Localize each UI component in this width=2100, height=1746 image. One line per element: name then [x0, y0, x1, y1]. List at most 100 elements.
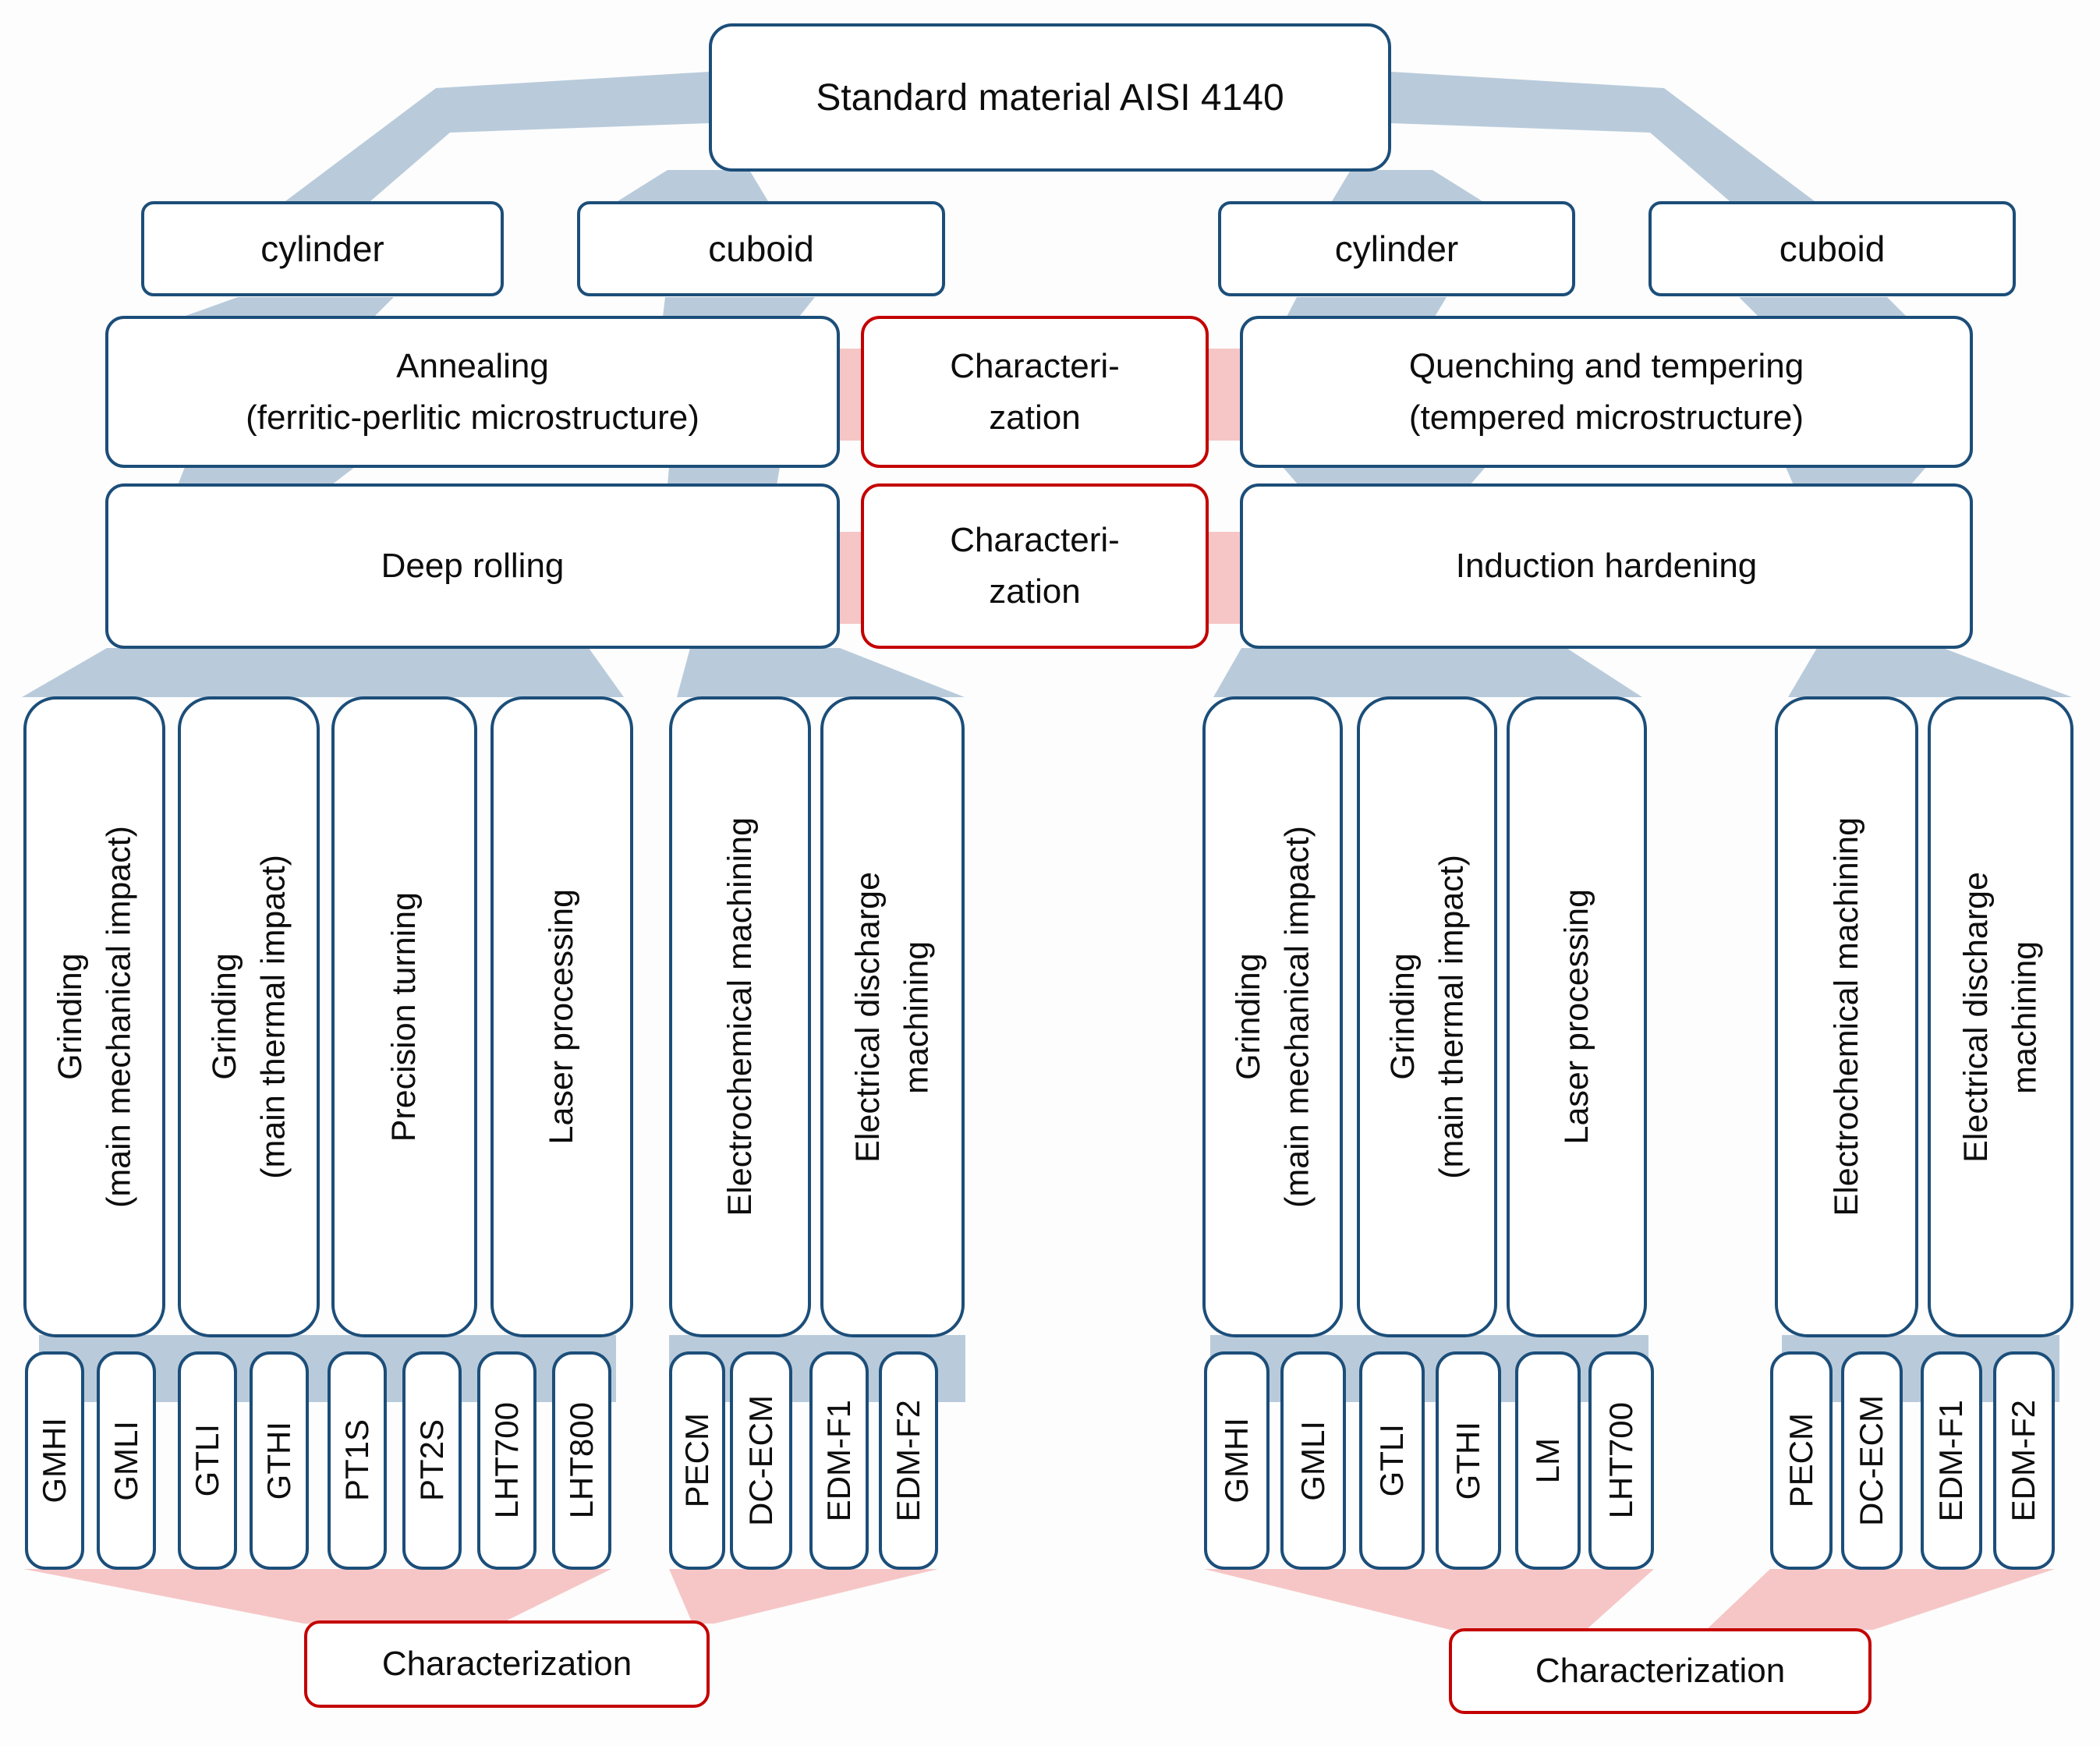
node-cuboid-right: cuboid	[1648, 201, 2016, 296]
node-cuboid-left: cuboid	[577, 201, 945, 296]
process-grinding-mechanical-right: Grinding (main mechanical impact)	[1202, 696, 1343, 1337]
variant-label: GTLI	[1372, 1424, 1410, 1497]
process-label: Electrical discharge	[1957, 871, 1996, 1163]
fan-induction-to-ecm-processes	[1788, 648, 2072, 697]
variant-pt1s-left: PT1S	[328, 1351, 387, 1570]
variant-gthi-left: GTHI	[250, 1351, 309, 1570]
node-annealing: Annealing (ferritic-perlitic microstruct…	[105, 316, 840, 468]
variant-label: EDM-F2	[2005, 1399, 2042, 1522]
fan-variants-right-to-characterization	[1204, 1569, 1654, 1630]
variant-gmli-left: GMLI	[97, 1351, 156, 1570]
node-characterization-bottom-left-label: Characterization	[381, 1645, 632, 1683]
link-deep-rolling-characterization	[838, 532, 863, 624]
node-cylinder-left-label: cylinder	[260, 228, 384, 269]
process-label: Electrical discharge	[849, 871, 887, 1163]
connector-root-to-cylinder-left	[285, 72, 709, 201]
process-label: Electrochemical machining	[1827, 817, 1865, 1217]
process-laser-processing-right: Laser processing	[1507, 696, 1647, 1337]
node-characterization-mid-1-line1: Characteri-	[950, 346, 1120, 385]
process-label: Laser processing	[543, 889, 581, 1145]
node-characterization-bottom-right-label: Characterization	[1535, 1652, 1786, 1690]
node-characterization-bottom-left: Characterization	[304, 1620, 710, 1708]
link-characterization-induction	[1207, 532, 1241, 624]
fan-variants-left-ecm-to-characterization	[669, 1569, 938, 1624]
node-annealing-line2: (ferritic-perlitic microstructure)	[246, 398, 699, 437]
process-label: Grinding	[51, 953, 89, 1081]
process-label: Grinding	[1229, 953, 1267, 1081]
variant-gtli-right: GTLI	[1359, 1351, 1425, 1570]
variant-label: GMHI	[35, 1418, 73, 1503]
variant-pt2s-left: PT2S	[402, 1351, 462, 1570]
process-label: Laser processing	[1557, 889, 1595, 1145]
connector-cuboid-right-to-quenching	[1739, 297, 1907, 317]
variant-label: GMLI	[1294, 1420, 1331, 1501]
node-cuboid-right-label: cuboid	[1779, 228, 1886, 269]
process-electrical-discharge-left: Electrical discharge machining	[820, 696, 965, 1337]
variant-gtli-left: GTLI	[178, 1351, 237, 1570]
node-cylinder-right: cylinder	[1218, 201, 1575, 296]
variant-gmhi-left: GMHI	[25, 1351, 84, 1570]
connector-root-to-cuboid-right	[1391, 72, 1815, 201]
variant-label: GTLI	[188, 1424, 225, 1497]
variant-gthi-right: GTHI	[1436, 1351, 1501, 1570]
node-deep-rolling: Deep rolling	[105, 483, 840, 649]
process-label: machining	[898, 940, 936, 1093]
variant-edm-f1-right: EDM-F1	[1921, 1351, 1982, 1570]
variant-label: EDM-F1	[1932, 1399, 1970, 1522]
fan-induction-to-processes	[1213, 648, 1642, 697]
process-precision-turning-left: Precision turning	[331, 696, 477, 1337]
variant-pecm-left: PECM	[669, 1351, 725, 1570]
variant-label: EDM-F1	[820, 1399, 857, 1522]
process-laser-processing-left: Laser processing	[490, 696, 633, 1337]
node-characterization-mid-2-line2: zation	[989, 572, 1081, 611]
variant-label: LHT700	[487, 1402, 525, 1519]
connector-quenching-to-induction-2	[1786, 467, 1926, 485]
variant-edm-f2-left: EDM-F2	[879, 1351, 938, 1570]
node-quenching-tempering: Quenching and tempering (tempered micros…	[1240, 316, 1973, 468]
variant-label: PECM	[1782, 1413, 1819, 1508]
strip-processes-to-variants-right	[1210, 1335, 1648, 1402]
process-electrical-discharge-right: Electrical discharge machining	[1928, 696, 2073, 1337]
node-quenching-line1: Quenching and tempering	[1408, 346, 1804, 385]
process-label: (main thermal impact)	[1432, 855, 1470, 1179]
variant-label: DC-ECM	[742, 1395, 779, 1526]
connector-cylinder-left-to-annealing	[183, 297, 394, 317]
node-induction-hardening: Induction hardening	[1240, 483, 1973, 649]
variant-lht700-left: LHT700	[477, 1351, 537, 1570]
link-annealing-characterization	[838, 349, 863, 441]
process-label: machining	[2006, 940, 2044, 1093]
variant-gmhi-right: GMHI	[1204, 1351, 1270, 1570]
process-grinding-mechanical-left: Grinding (main mechanical impact)	[23, 696, 165, 1337]
variant-edm-f2-right: EDM-F2	[1993, 1351, 2055, 1570]
variant-edm-f1-left: EDM-F1	[809, 1351, 869, 1570]
node-standard-material: Standard material AISI 4140	[709, 23, 1391, 172]
node-annealing-line1: Annealing	[396, 346, 549, 385]
process-label: Grinding	[205, 953, 243, 1081]
variant-label: PT1S	[338, 1419, 375, 1502]
process-label: Grinding	[1383, 953, 1422, 1081]
fan-deep-rolling-to-processes	[22, 648, 624, 697]
node-characterization-mid-1: Characteri- zation	[861, 316, 1209, 468]
process-label: Precision turning	[385, 891, 423, 1142]
node-standard-material-label: Standard material AISI 4140	[816, 76, 1284, 119]
variant-dc-ecm-left: DC-ECM	[730, 1351, 792, 1570]
connector-cylinder-right-to-quenching	[1287, 297, 1447, 317]
node-cuboid-left-label: cuboid	[708, 228, 814, 269]
variant-label: GTHI	[1449, 1421, 1486, 1500]
process-label: (main mechanical impact)	[1278, 826, 1316, 1208]
fan-variants-right-ecm-to-characterization	[1706, 1569, 2055, 1630]
process-grinding-thermal-left: Grinding(main thermal impact)	[178, 696, 320, 1337]
connector-root-to-cylinder-right	[1332, 170, 1482, 201]
variant-label: PECM	[678, 1413, 715, 1508]
variant-lm-right: LM	[1515, 1351, 1581, 1570]
variant-label: LHT700	[1602, 1402, 1639, 1519]
fan-deep-rolling-to-ecm-processes	[677, 648, 965, 697]
process-electrochemical-machining-left: Electrochemical machining	[669, 696, 811, 1337]
variant-label: PT2S	[413, 1419, 450, 1502]
node-characterization-mid-2: Characteri- zation	[861, 483, 1209, 649]
process-label: (main mechanical impact)	[100, 826, 137, 1208]
variant-dc-ecm-right: DC-ECM	[1841, 1351, 1903, 1570]
node-characterization-bottom-right: Characterization	[1449, 1628, 1872, 1714]
node-cylinder-left: cylinder	[141, 201, 504, 296]
